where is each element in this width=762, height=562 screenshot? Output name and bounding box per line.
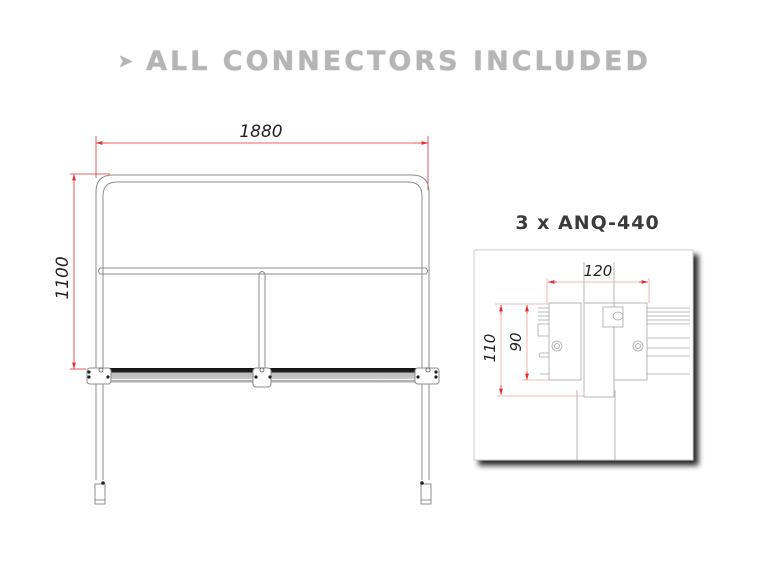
height-dimension: 1100: [53, 173, 110, 370]
connector-inner-height-dimension: 90: [507, 305, 549, 381]
connector-detail-panel: 120 110 90: [473, 249, 694, 461]
headline-text: ALL CONNECTORS INCLUDED: [146, 46, 651, 77]
headline: ➤ ALL CONNECTORS INCLUDED: [118, 44, 651, 80]
mid-rail: [98, 267, 428, 275]
bottom-bar: [106, 368, 418, 383]
foot-left: [94, 483, 106, 505]
connector-width-dimension: 120: [546, 262, 650, 303]
width-label: 1880: [239, 122, 282, 142]
connector-inner-height-label: 90: [507, 332, 525, 351]
height-label: 1100: [53, 256, 73, 299]
connector-outer-height-dimension: 110: [481, 303, 584, 397]
width-dimension: 1880: [95, 122, 429, 190]
leg-feet: [94, 481, 432, 505]
connector-outer-height-label: 110: [481, 334, 499, 363]
railing-drawing: 1880 1100: [53, 122, 440, 505]
chevron-right-icon: ➤: [118, 51, 137, 72]
connector-outline: [537, 262, 690, 460]
center-post: [258, 271, 266, 372]
clamp-left: [86, 367, 112, 385]
clamps: [86, 367, 440, 388]
connector-detail-title: 3 x ANQ-440: [515, 212, 660, 234]
connector-width-label: 120: [584, 262, 613, 280]
top-rail: [95, 174, 430, 480]
foot-right: [420, 483, 432, 505]
